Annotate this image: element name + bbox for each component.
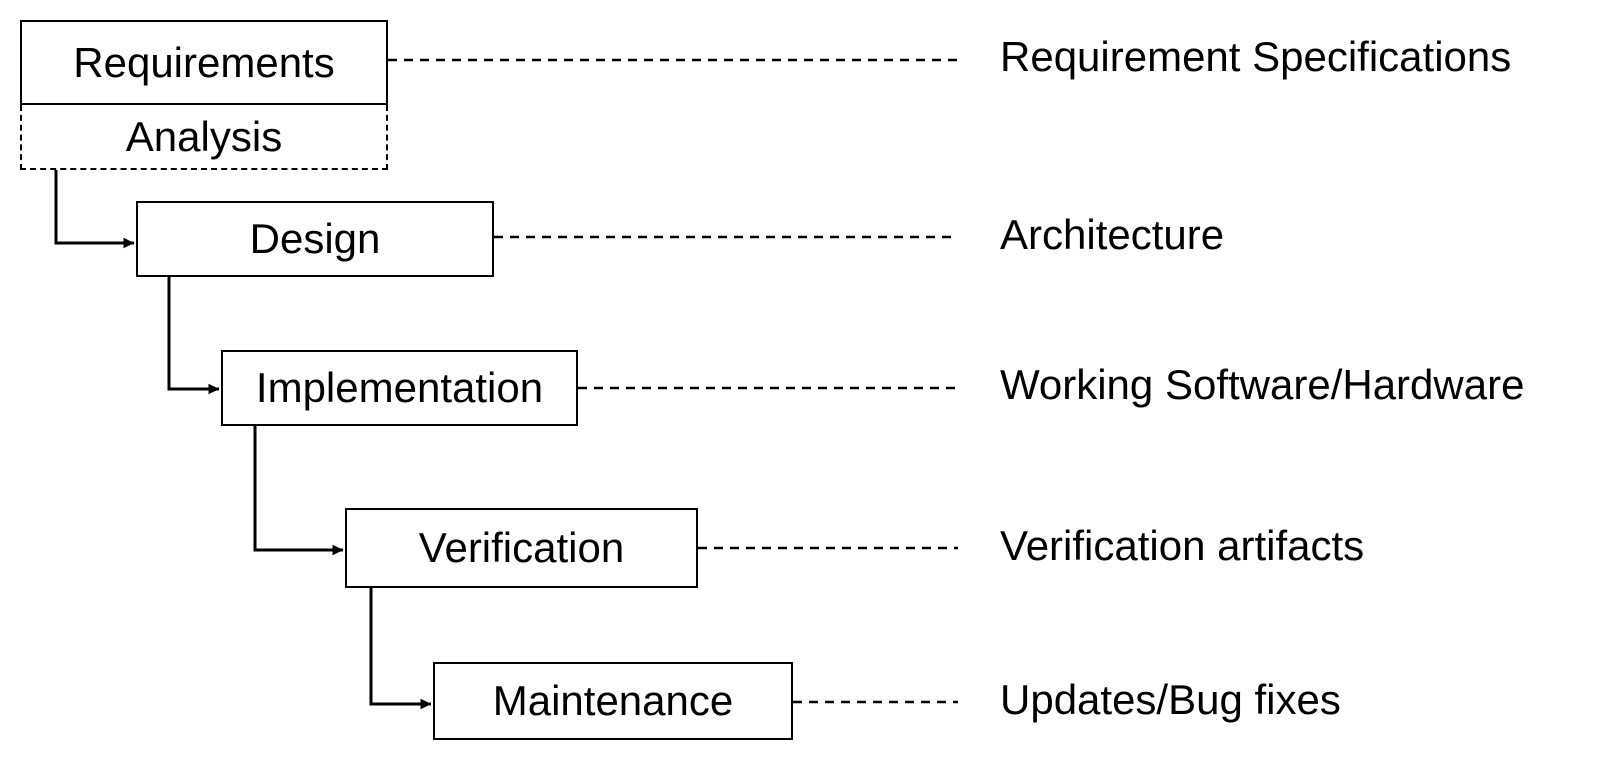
stage-label-verification: Verification (418, 524, 625, 571)
artifact-label-architecture: Architecture (1000, 211, 1225, 258)
stage-box-design[interactable]: Design (136, 201, 494, 277)
stage-label-implementation: Implementation (255, 364, 544, 411)
arrow-analysis-to-design (54, 170, 135, 249)
stage-label-analysis: Analysis (125, 112, 283, 160)
stage-label-design: Design (249, 215, 381, 262)
stage-box-analysis[interactable]: Analysis (20, 105, 388, 170)
arrow-design-to-implementation (167, 277, 220, 395)
stage-label-requirements: Requirements (73, 38, 335, 86)
stage-box-requirements[interactable]: Requirements (20, 20, 388, 105)
arrow-verification-to-maintenance (369, 588, 432, 710)
flow-arrow-group (54, 170, 432, 710)
artifact-label-requirement-specifications: Requirement Specifications (1000, 33, 1512, 80)
artifact-label-verification-artifacts: Verification artifacts (1000, 522, 1365, 569)
stage-box-verification[interactable]: Verification (345, 508, 698, 588)
stage-label-maintenance: Maintenance (492, 677, 734, 724)
artifact-connector-group (388, 58, 958, 704)
artifact-label-updates-bug-fixes: Updates/Bug fixes (1000, 676, 1341, 723)
artifact-label-working-software-hardware: Working Software/Hardware (1000, 361, 1525, 408)
stage-box-maintenance[interactable]: Maintenance (433, 662, 793, 740)
stage-box-implementation[interactable]: Implementation (221, 350, 578, 426)
arrow-implementation-to-verification (253, 426, 344, 556)
